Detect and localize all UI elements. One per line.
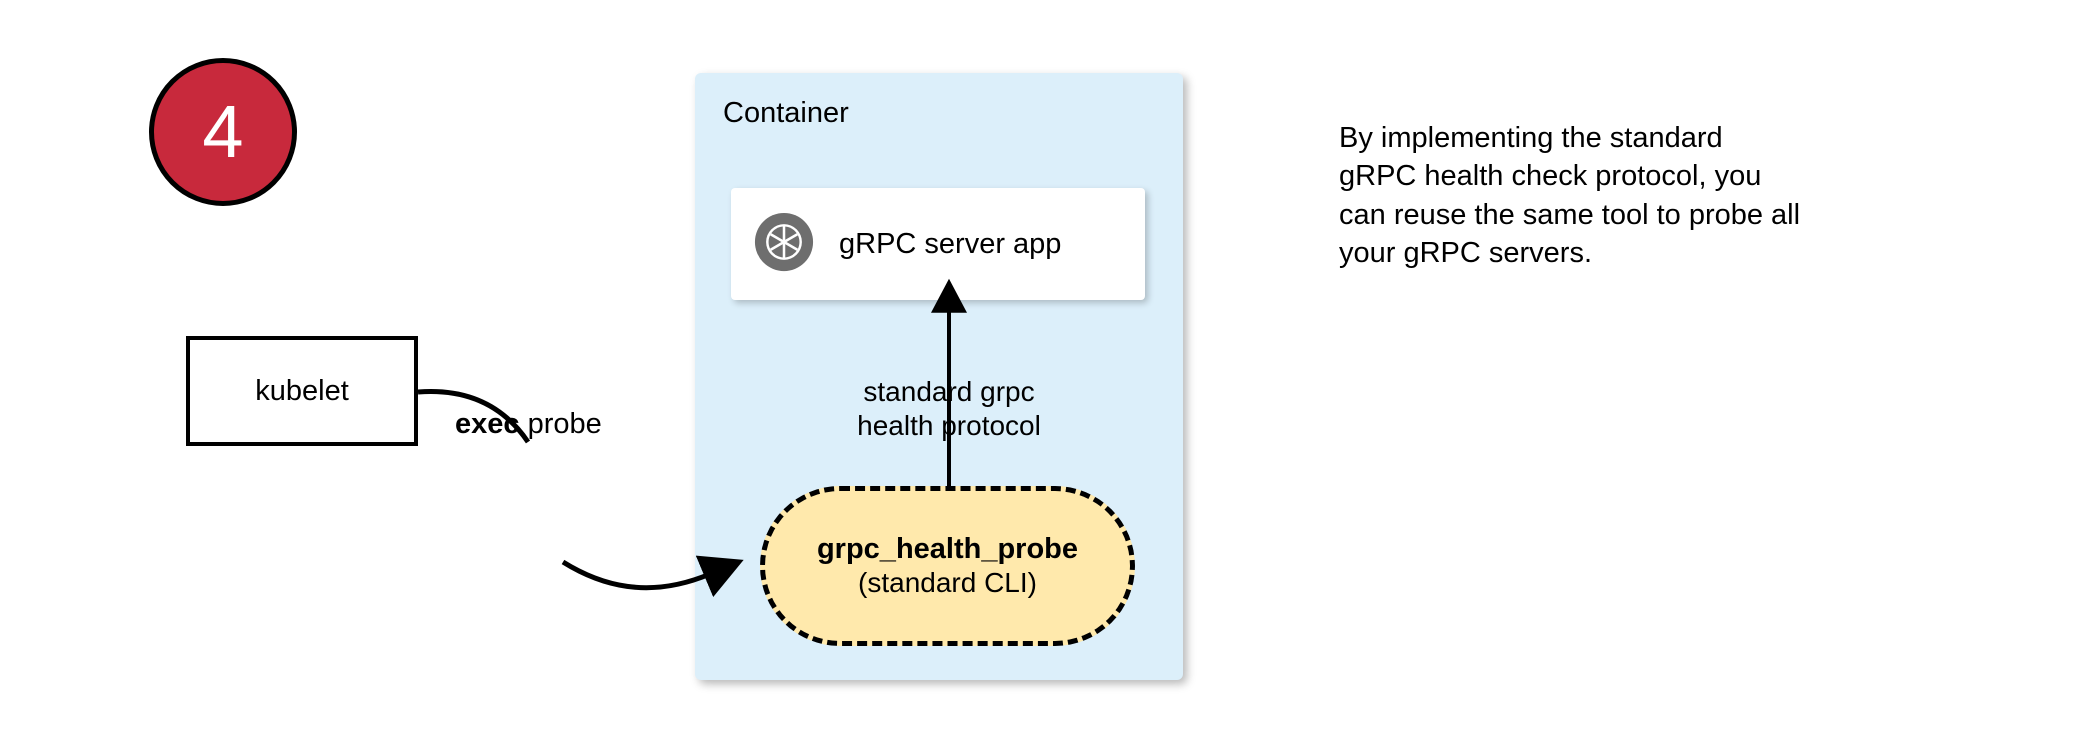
aperture-icon (753, 211, 815, 278)
grpc-health-probe-subtitle: (standard CLI) (858, 566, 1037, 598)
note-line-2: gRPC health check protocol, you (1339, 160, 1762, 193)
grpc-server-app-card: gRPC server app (731, 188, 1145, 300)
step-number-badge: 4 (149, 58, 297, 206)
note-line-1: By implementing the standard (1339, 122, 1723, 154)
grpc-health-probe-node: grpc_health_probe (standard CLI) (760, 486, 1135, 646)
exec-keyword: exec (455, 408, 520, 440)
protocol-edge-label-line2: health protocol (857, 410, 1041, 442)
protocol-edge-label-line1: standard grpc (863, 376, 1035, 407)
step-number-label: 4 (202, 90, 244, 173)
exec-probe-arrow-tail (561, 555, 744, 598)
protocol-edge-label: standard grpc health protocol (836, 375, 1062, 444)
kubelet-label: kubelet (255, 374, 349, 407)
note-line-3: can reuse the same tool to probe all (1339, 198, 1801, 231)
kubelet-node: kubelet (186, 336, 418, 446)
grpc-health-probe-name: grpc_health_probe (816, 532, 1079, 565)
container-title: Container (723, 97, 849, 129)
aperture-icon-svg (754, 212, 814, 271)
grpc-server-app-label: gRPC server app (839, 227, 1062, 260)
explanatory-note: By implementing the standard gRPC health… (1339, 119, 1919, 272)
exec-probe-edge-label: exec probe (455, 410, 602, 439)
note-line-4: your gRPC servers. (1339, 236, 1593, 269)
probe-word: probe (519, 408, 602, 440)
